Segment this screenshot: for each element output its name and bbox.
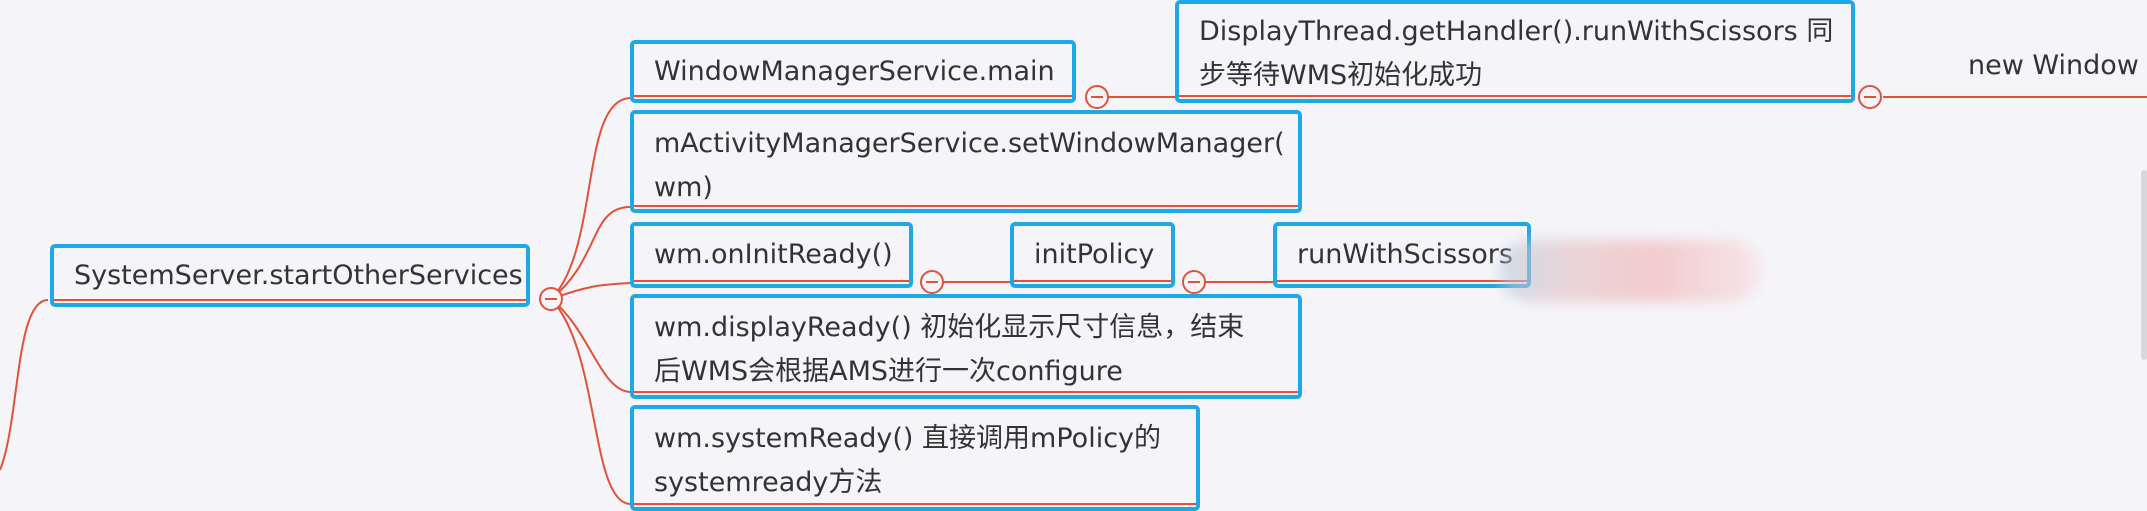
set-window-manager-node[interactable]: mActivityManagerService.setWindowManager…	[630, 110, 1302, 213]
set-window-manager-line-2: wm)	[654, 172, 713, 203]
new-window-label: new Window	[1968, 50, 2139, 81]
run-with-scissors-label: runWithScissors	[1297, 239, 1513, 270]
wms-main-node[interactable]: WindowManagerService.main	[630, 40, 1076, 103]
on-init-ready-node[interactable]: wm.onInitReady()	[630, 222, 913, 288]
init-policy-node[interactable]: initPolicy	[1010, 222, 1175, 288]
connector-root-main	[550, 97, 631, 300]
display-thread-collapse-button[interactable]	[1858, 85, 1882, 109]
root-node[interactable]: SystemServer.startOtherServices	[50, 244, 530, 307]
run-with-scissors-node[interactable]: runWithScissors	[1273, 222, 1531, 288]
display-ready-node[interactable]: wm.displayReady() 初始化显示尺寸信息，结束 后WMS会根据AM…	[630, 294, 1302, 399]
on-init-ready-collapse-button[interactable]	[920, 270, 944, 294]
root-collapse-button[interactable]	[539, 287, 563, 311]
new-window-node[interactable]: new Window	[1968, 50, 2139, 81]
wms-main-label: WindowManagerService.main	[654, 55, 1055, 87]
root-node-label: SystemServer.startOtherServices	[74, 259, 523, 291]
on-init-ready-label: wm.onInitReady()	[654, 239, 893, 270]
wms-main-collapse-button[interactable]	[1085, 85, 1109, 109]
system-ready-node[interactable]: wm.systemReady() 直接调用mPolicy的 systemread…	[630, 405, 1200, 511]
system-ready-line-1: wm.systemReady() 直接调用mPolicy的	[654, 423, 1162, 454]
system-ready-line-2: systemready方法	[654, 467, 883, 498]
display-ready-line-1: wm.displayReady() 初始化显示尺寸信息，结束	[654, 312, 1245, 343]
display-thread-line-1: DisplayThread.getHandler().runWithScisso…	[1199, 16, 1834, 47]
vertical-scrollbar[interactable]	[2141, 170, 2147, 360]
connector-root-displayready	[550, 298, 631, 393]
display-thread-line-2: 步等待WMS初始化成功	[1199, 60, 1483, 91]
connector-root-setwm	[550, 206, 631, 300]
display-thread-node[interactable]: DisplayThread.getHandler().runWithScisso…	[1175, 0, 1855, 103]
set-window-manager-line-1: mActivityManagerService.setWindowManager…	[654, 128, 1285, 159]
init-policy-label: initPolicy	[1034, 239, 1155, 270]
display-ready-line-2: 后WMS会根据AMS进行一次configure	[654, 356, 1123, 387]
redacted-blur	[1500, 240, 1760, 302]
init-policy-collapse-button[interactable]	[1182, 270, 1206, 294]
connector-parent-root	[0, 299, 49, 471]
connector-root-systemready	[550, 298, 631, 505]
